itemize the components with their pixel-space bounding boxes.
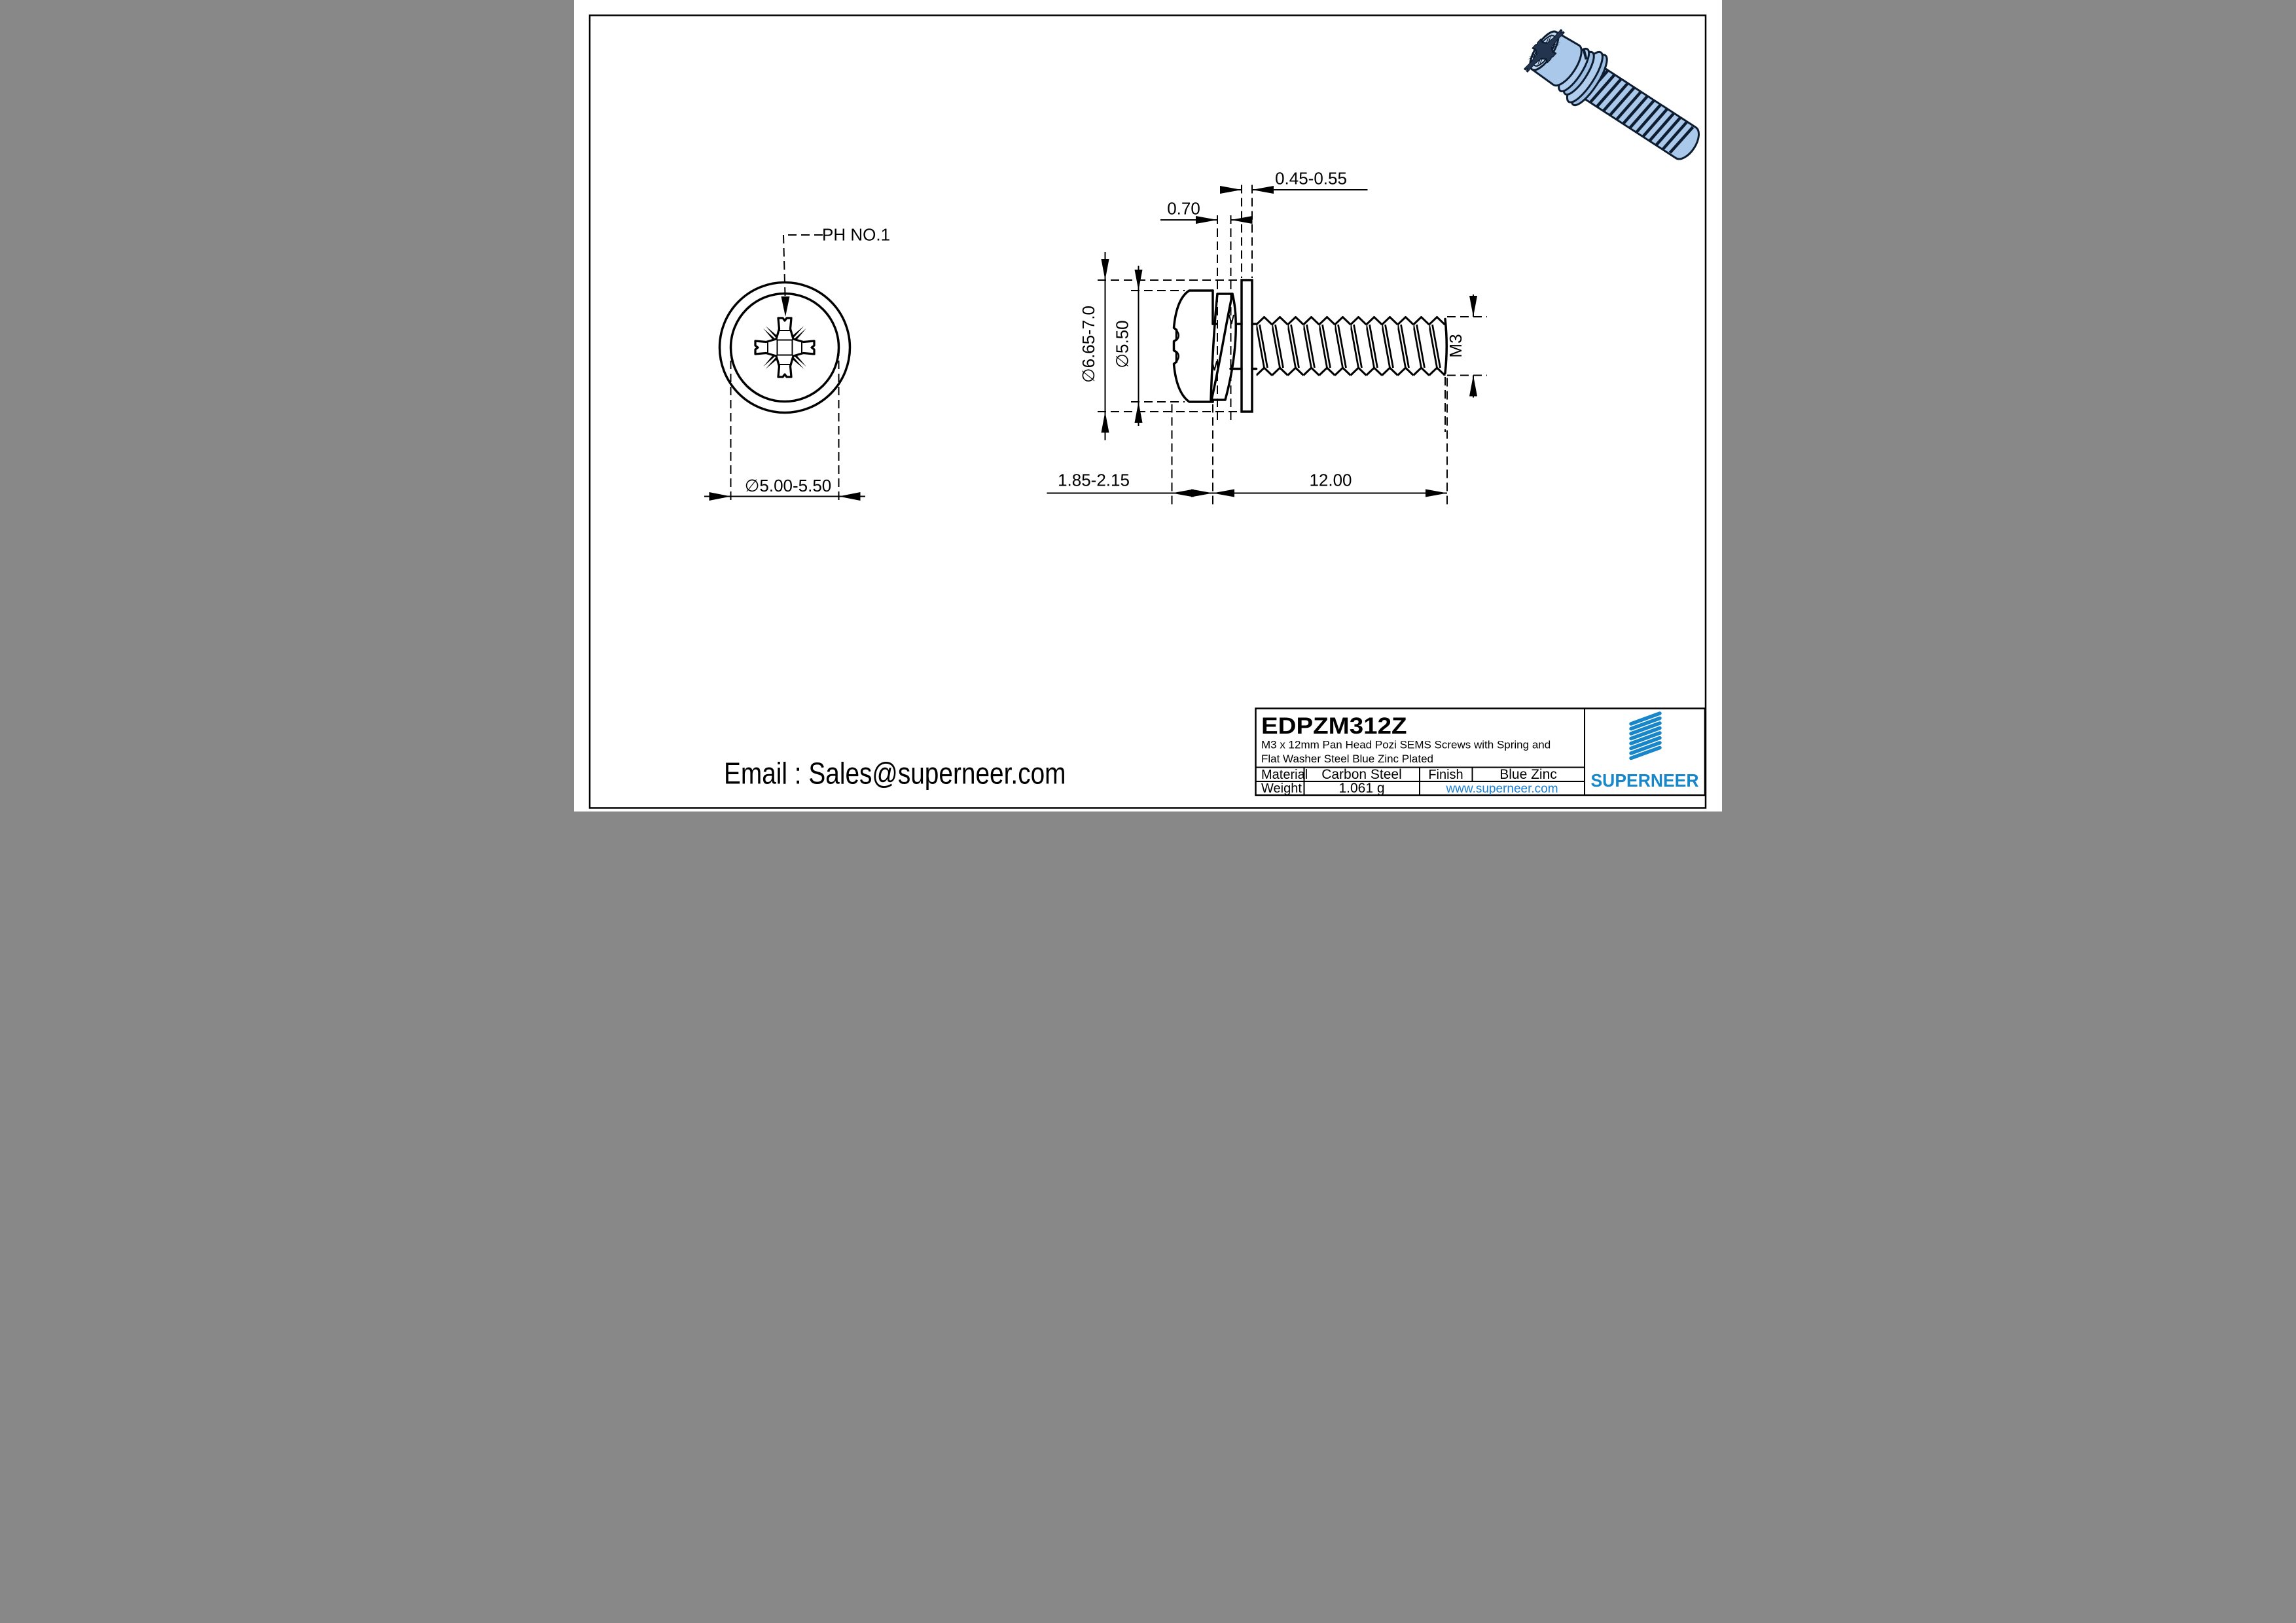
head-diameter-value: ∅5.00-5.50 bbox=[745, 476, 832, 495]
thread-length-value: 12.00 bbox=[1309, 471, 1352, 490]
screw-3d-shank bbox=[1579, 64, 1700, 160]
part-number: EDPZM312Z bbox=[1261, 713, 1407, 739]
dim-thread-length: 12.00 bbox=[1213, 378, 1448, 506]
flat-washer-profile bbox=[1240, 279, 1253, 413]
screw-3d-threads bbox=[1583, 69, 1695, 154]
finish-value: Blue Zinc bbox=[1499, 767, 1557, 782]
contact-email: Email : Sales@superneer.com bbox=[724, 757, 1066, 791]
head-od-value: ∅5.50 bbox=[1113, 320, 1132, 368]
finish-label: Finish bbox=[1428, 768, 1463, 782]
sheet-border bbox=[588, 14, 1707, 809]
dim-flat-washer-thickness: 0.45-0.55 bbox=[1220, 169, 1368, 278]
part-description-line2: Flat Washer Steel Blue Zinc Plated bbox=[1261, 753, 1433, 765]
material-value: Carbon Steel bbox=[1321, 767, 1402, 782]
pozi-tick-marks bbox=[763, 326, 806, 369]
engineering-drawing: PH NO.1 ∅5.00-5.50 bbox=[574, 0, 1722, 812]
drive-label: PH NO.1 bbox=[822, 225, 890, 245]
head-height-value: 1.85-2.15 bbox=[1058, 471, 1130, 490]
dim-head-diameter: ∅5.00-5.50 bbox=[704, 348, 865, 505]
screw-3d-render bbox=[1517, 23, 1700, 160]
brand-logo bbox=[1629, 711, 1662, 760]
weight-label: Weight bbox=[1261, 781, 1302, 796]
washer-od-value: ∅6.65-7.0 bbox=[1079, 306, 1098, 383]
drive-leader bbox=[781, 234, 823, 317]
dim-thread-size: M3 bbox=[1444, 294, 1487, 432]
weight-value: 1.061 g bbox=[1338, 781, 1384, 796]
dim-head-height: 1.85-2.15 bbox=[1047, 404, 1213, 506]
dim-spring-washer-thickness: 0.70 bbox=[1160, 199, 1253, 422]
drawing-sheet: PH NO.1 ∅5.00-5.50 bbox=[574, 0, 1722, 812]
flat-washer-thickness-value: 0.45-0.55 bbox=[1275, 169, 1347, 188]
title-block: EDPZM312Z M3 x 12mm Pan Head Pozi SEMS S… bbox=[1255, 707, 1706, 796]
side-view: ∅6.65-7.0 ∅5.50 0.70 0.45-0.55 bbox=[1047, 169, 1487, 506]
leader-arrow bbox=[781, 296, 790, 317]
page-background bbox=[574, 0, 1722, 812]
recess-center-square bbox=[776, 339, 793, 356]
part-description-line1: M3 x 12mm Pan Head Pozi SEMS Screws with… bbox=[1261, 739, 1551, 751]
brand-name: SUPERNEER bbox=[1591, 770, 1699, 791]
front-view: PH NO.1 ∅5.00-5.50 bbox=[704, 225, 890, 505]
title-block-frame bbox=[1255, 707, 1706, 796]
pozi-recess bbox=[754, 317, 816, 378]
spring-washer-thickness-value: 0.70 bbox=[1167, 199, 1200, 219]
website-link[interactable]: www.superneer.com bbox=[1445, 782, 1558, 796]
dim-head-od: ∅5.50 bbox=[1113, 266, 1185, 426]
thread-profile bbox=[1256, 316, 1448, 377]
thread-size-value: M3 bbox=[1446, 334, 1465, 357]
shank-edges bbox=[1211, 323, 1258, 370]
material-label: Material bbox=[1261, 768, 1308, 782]
